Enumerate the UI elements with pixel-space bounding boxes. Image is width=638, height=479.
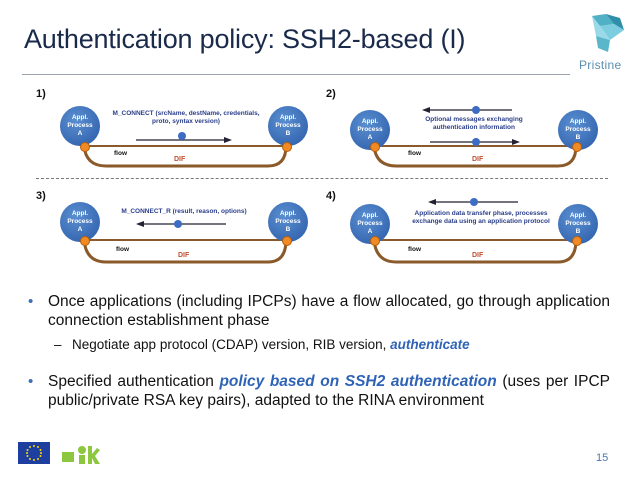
pristine-logo [592,14,624,52]
panel-lines [372,198,578,264]
bullet-item: • Specified authentication policy based … [22,372,610,410]
message-label: Optional messages exchanging authenticat… [425,116,523,131]
message-label: M_CONNECT (srcName, destName, credential… [112,110,260,125]
bullet-text: Specified authentication [48,373,220,390]
flow-label: flow [116,246,129,253]
title-rule [22,74,570,75]
panel-lines [82,220,288,264]
bullet-text: (uses per IPCP public/private RSA key pa… [48,373,610,409]
flow-label: flow [408,246,421,253]
bullet-item: • Once applications (including IPCPs) ha… [22,292,610,330]
panel-number: 3) [36,190,46,202]
dash-icon: – [54,337,62,352]
dif-label: DIF [472,252,484,259]
logo-text: Pristine [579,58,622,72]
page-number: 15 [596,452,609,464]
bullet-icon: • [28,373,34,390]
dif-label: DIF [178,252,190,259]
emphasis-text: policy based on SSH2 authentication [219,373,497,390]
panel-number: 2) [326,88,336,100]
eu-flag-icon [18,442,50,464]
partner-logo [60,440,100,466]
slide-title: Authentication policy: SSH2-based (I) [24,24,466,54]
flow-endpoint-a [370,236,380,246]
flow-label: flow [408,150,421,157]
flow-endpoint-b [572,142,582,152]
emphasis-text: authenticate [390,337,470,352]
flow-endpoint-a [80,142,90,152]
bullet-icon: • [28,293,34,310]
panel-lines [372,106,578,168]
dif-label: DIF [174,156,186,163]
panel-number: 4) [326,190,336,202]
flow-endpoint-b [282,236,292,246]
sub-bullet-item: – Negotiate app protocol (CDAP) version,… [22,336,610,354]
message-label: M_CONNECT_R (result, reason, options) [121,208,247,215]
flow-endpoint-b [282,142,292,152]
panel-divider [36,178,608,179]
bullet-list: • Once applications (including IPCPs) ha… [22,292,610,410]
sub-bullet-text: Negotiate app protocol (CDAP) version, R… [72,337,391,352]
message-label: Application data transfer phase, process… [412,210,550,225]
flow-endpoint-a [80,236,90,246]
flow-label: flow [114,150,127,157]
dif-label: DIF [472,156,484,163]
flow-endpoint-a [370,142,380,152]
flow-endpoint-b [572,236,582,246]
bullet-text: Once applications (including IPCPs) have… [48,293,610,329]
panel-number: 1) [36,88,46,100]
panel-lines [82,132,288,168]
